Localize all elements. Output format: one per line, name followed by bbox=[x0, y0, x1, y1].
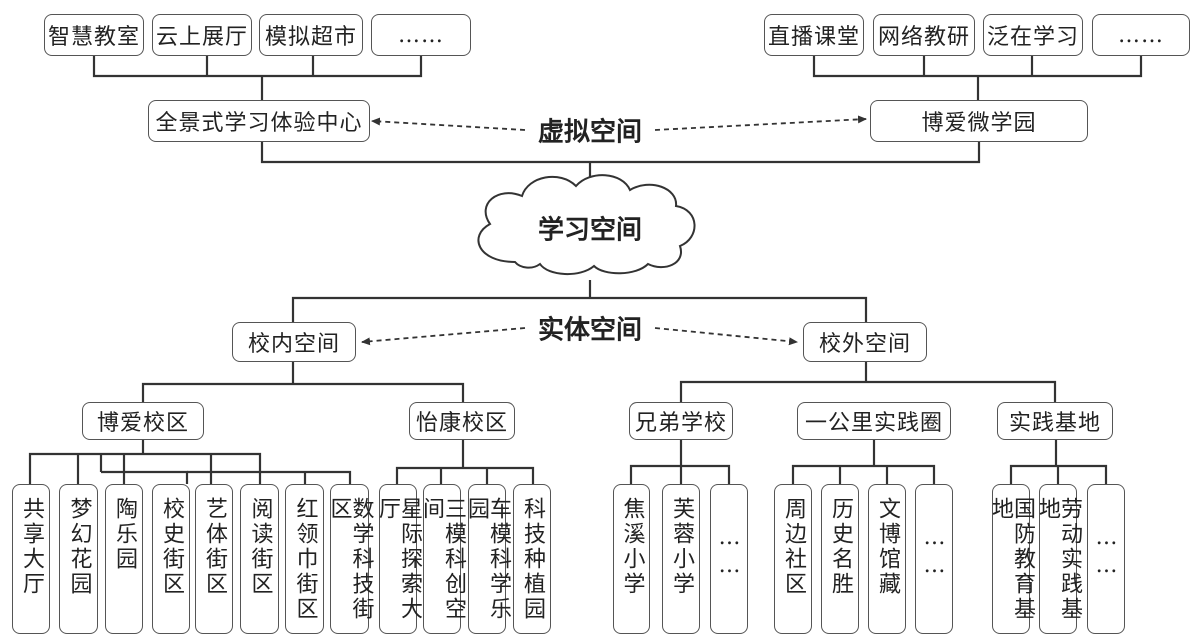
virtual-left-child: …… bbox=[371, 14, 471, 56]
boai-child-box: 艺体街区 bbox=[195, 484, 233, 634]
community-child-box: 文博馆藏 bbox=[868, 484, 906, 634]
community-child-label: 周边社区 bbox=[781, 497, 806, 597]
virtual-left-child: 云上展厅 bbox=[152, 14, 252, 56]
yikang-child-label: 车模科学乐园 bbox=[464, 497, 511, 622]
boai-child-box: 共享大厅 bbox=[12, 484, 50, 634]
boai-child-label: 共享大厅 bbox=[19, 497, 44, 597]
brother-school-title: 兄弟学校 bbox=[629, 402, 733, 440]
outer-space-title: 校外空间 bbox=[803, 322, 927, 362]
inner-space-title: 校内空间 bbox=[232, 322, 356, 362]
base-child-box: …… bbox=[1087, 484, 1125, 634]
cloud-shape bbox=[477, 174, 696, 276]
community-child-box: 历史名胜 bbox=[821, 484, 859, 634]
base-child-label: 国防教育基地 bbox=[988, 497, 1035, 622]
brother-child-box: 芙蓉小学 bbox=[662, 484, 700, 634]
boai-child-box: 陶乐园 bbox=[105, 484, 143, 634]
yikang-child-box: 星际探索大厅 bbox=[375, 484, 422, 634]
brother-child-label: 芙蓉小学 bbox=[669, 497, 694, 597]
boai-child-label: 数学科技街区 bbox=[326, 497, 374, 622]
boai-child-box: 数学科技街区 bbox=[326, 484, 374, 634]
yikang-child-label: 科技种植园 bbox=[520, 497, 545, 622]
yikang-campus-title: 怡康校区 bbox=[409, 402, 515, 440]
base-child-box: 国防教育基地 bbox=[988, 484, 1035, 634]
boai-child-box: 阅读街区 bbox=[240, 484, 279, 634]
brother-child-label: …… bbox=[717, 525, 742, 581]
yikang-child-label: 星际探索大厅 bbox=[375, 497, 422, 622]
virtual-right-child: 泛在学习 bbox=[983, 14, 1083, 56]
yikang-child-label: 三模科创空间 bbox=[419, 497, 466, 622]
virtual-space-label: 虚拟空间 bbox=[531, 111, 649, 149]
base-child-label: 劳动实践基地 bbox=[1035, 497, 1082, 622]
boai-child-label: 阅读街区 bbox=[247, 497, 273, 597]
community-child-box: …… bbox=[915, 484, 953, 634]
boai-child-label: 陶乐园 bbox=[112, 497, 137, 572]
yikang-child-box: 车模科学乐园 bbox=[464, 484, 511, 634]
community-child-box: 周边社区 bbox=[774, 484, 812, 634]
yikang-child-box: 三模科创空间 bbox=[419, 484, 466, 634]
base-child-label: …… bbox=[1094, 525, 1119, 581]
boai-child-label: 校史街区 bbox=[159, 497, 184, 597]
boai-child-label: 红领巾街区 bbox=[292, 497, 318, 622]
community-child-label: 历史名胜 bbox=[828, 497, 853, 597]
boai-child-box: 梦幻花园 bbox=[59, 484, 98, 634]
community-child-label: 文博馆藏 bbox=[875, 497, 900, 597]
virtual-left-child: 模拟超市 bbox=[259, 14, 363, 56]
boai-child-box: 红领巾街区 bbox=[285, 484, 324, 634]
boai-child-label: 艺体街区 bbox=[202, 497, 227, 597]
brother-child-box: …… bbox=[710, 484, 748, 634]
virtual-right-child: 网络教研 bbox=[873, 14, 975, 56]
boai-child-label: 梦幻花园 bbox=[66, 497, 92, 597]
virtual-left-child: 智慧教室 bbox=[44, 14, 144, 56]
physical-space-label: 实体空间 bbox=[531, 309, 649, 347]
virtual-right-title: 博爱微学园 bbox=[870, 100, 1088, 142]
boai-child-box: 校史街区 bbox=[152, 484, 190, 634]
community-child-label: …… bbox=[922, 525, 947, 581]
center-cloud-label: 学习空间 bbox=[537, 215, 643, 246]
yikang-child-box: 科技种植园 bbox=[513, 484, 551, 634]
virtual-right-child: …… bbox=[1092, 14, 1190, 56]
virtual-left-title: 全景式学习体验中心 bbox=[148, 100, 370, 142]
boai-campus-title: 博爱校区 bbox=[82, 402, 204, 440]
virtual-right-child: 直播课堂 bbox=[764, 14, 864, 56]
practice-base-title: 实践基地 bbox=[997, 402, 1113, 440]
base-child-box: 劳动实践基地 bbox=[1035, 484, 1082, 634]
community-circle-title: 一公里实践圈 bbox=[797, 402, 951, 440]
brother-child-box: 焦溪小学 bbox=[613, 484, 650, 634]
brother-child-label: 焦溪小学 bbox=[619, 497, 645, 597]
